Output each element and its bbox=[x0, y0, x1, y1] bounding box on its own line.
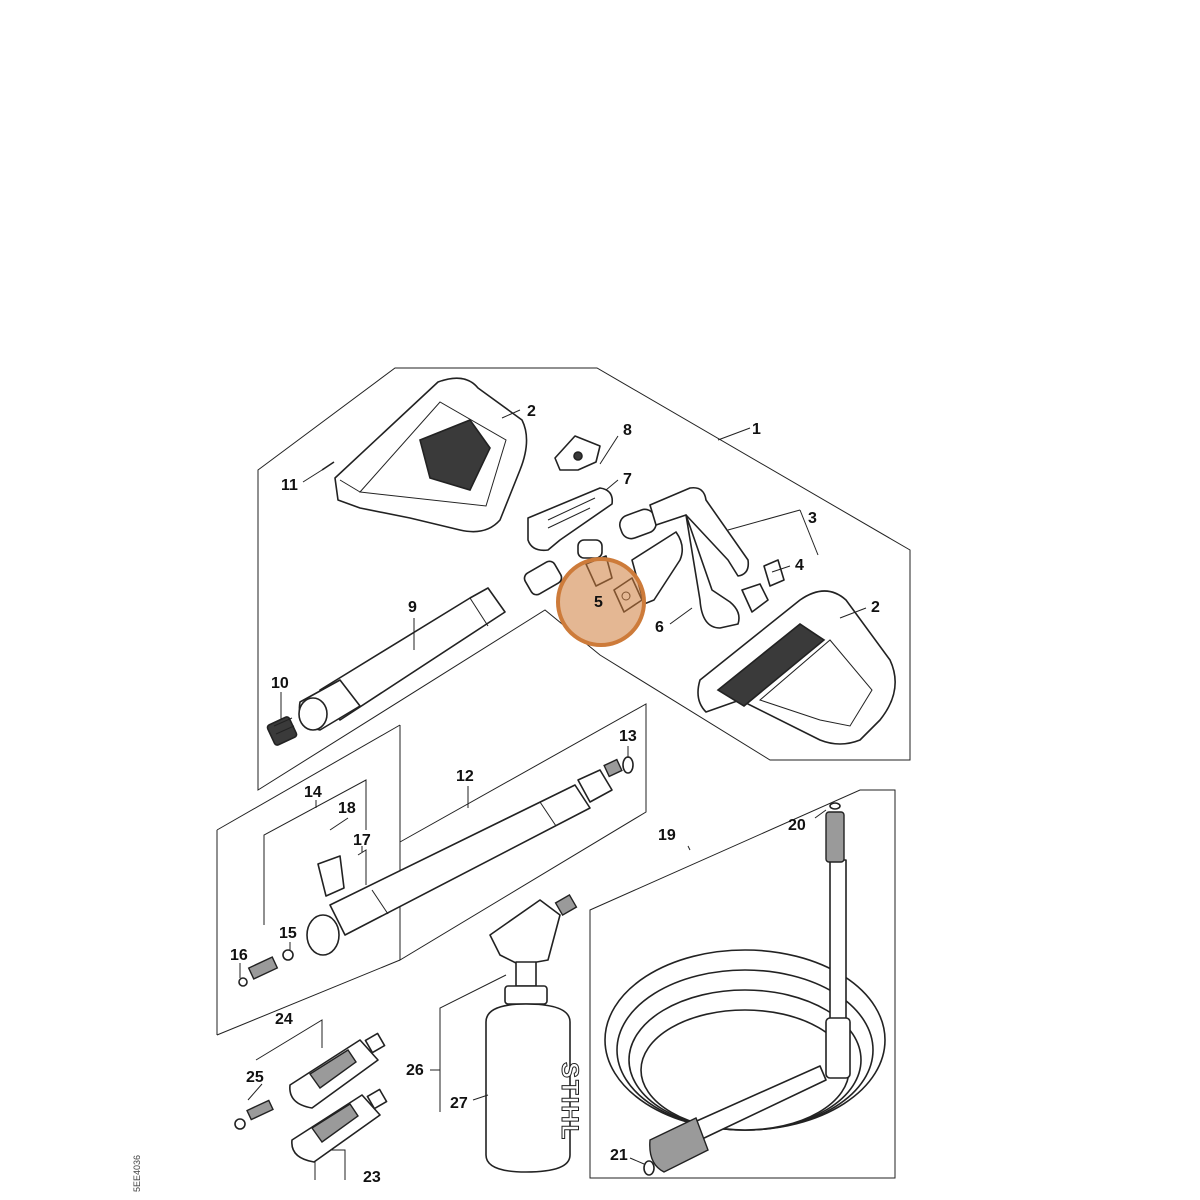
part-4-clips bbox=[741, 559, 785, 613]
part-labels: 1 2 2 3 4 5 6 7 8 9 10 11 12 13 14 15 16… bbox=[230, 403, 880, 1186]
part-24-nozzle bbox=[289, 1032, 386, 1109]
part-16-nipple bbox=[238, 956, 279, 987]
part-label-8: 8 bbox=[623, 422, 632, 439]
bracket-part-26 bbox=[439, 974, 507, 1112]
bracket-part-24 bbox=[255, 1019, 323, 1061]
part-13-o-ring bbox=[622, 756, 634, 774]
part-label-10: 10 bbox=[271, 675, 289, 692]
group-frame-lance-link-4 bbox=[216, 959, 401, 1036]
part-label-2-top: 2 bbox=[527, 403, 536, 420]
part-label-24: 24 bbox=[275, 1011, 293, 1028]
part-label-14: 14 bbox=[304, 784, 322, 801]
drawing-code: 5EE4036 bbox=[132, 1155, 142, 1192]
part-label-9: 9 bbox=[408, 599, 417, 616]
part-11-screw bbox=[321, 461, 335, 471]
part-label-21: 21 bbox=[610, 1147, 628, 1164]
part-27-bottle: STIHL bbox=[485, 985, 584, 1173]
group-frame-lance-link-2 bbox=[216, 724, 401, 831]
leader-lines bbox=[239, 409, 867, 1165]
part-15-seal bbox=[282, 949, 294, 961]
part-label-12: 12 bbox=[456, 768, 474, 785]
group-frame-gun bbox=[257, 367, 911, 791]
part-label-11: 11 bbox=[281, 477, 298, 494]
part-label-26: 26 bbox=[406, 1062, 424, 1079]
part-label-20: 20 bbox=[788, 817, 806, 834]
part-25-adapter bbox=[234, 1099, 274, 1130]
part-20-fitting bbox=[825, 802, 845, 863]
bottle-brand-text: STIHL bbox=[556, 1062, 583, 1141]
bracket-part-14 bbox=[263, 779, 367, 925]
part-label-4: 4 bbox=[795, 557, 804, 574]
part-label-2-right: 2 bbox=[871, 599, 880, 616]
part-label-17: 17 bbox=[353, 832, 371, 849]
part-label-7: 7 bbox=[623, 471, 632, 488]
part-17-pin bbox=[357, 849, 367, 885]
part-6-valve-body bbox=[631, 531, 684, 605]
part-label-18: 18 bbox=[338, 800, 356, 817]
part-label-23: 23 bbox=[363, 1169, 381, 1186]
group-frame-lance bbox=[399, 703, 647, 961]
part-18-clip bbox=[317, 855, 345, 897]
part-label-1: 1 bbox=[752, 421, 761, 438]
part-19-hose bbox=[604, 859, 886, 1173]
part-12-lance-extension bbox=[306, 758, 623, 956]
part-label-19: 19 bbox=[658, 827, 676, 844]
part-3-valve-tube bbox=[618, 486, 750, 629]
part-label-5: 5 bbox=[594, 594, 603, 611]
group-frame-hose bbox=[589, 789, 896, 1179]
part-label-13: 13 bbox=[619, 728, 637, 745]
part-label-25: 25 bbox=[246, 1069, 264, 1086]
part-23-nozzle bbox=[291, 1088, 388, 1163]
highlight-circle-part-5 bbox=[556, 557, 646, 647]
part-9-lance bbox=[298, 560, 563, 731]
part-21-o-ring bbox=[643, 1160, 655, 1176]
part-2-housing-left bbox=[334, 377, 528, 533]
part-label-27: 27 bbox=[450, 1095, 468, 1112]
part-label-3: 3 bbox=[808, 510, 817, 527]
part-2-housing-right bbox=[697, 590, 896, 745]
part-label-15: 15 bbox=[279, 925, 297, 942]
part-10-nut bbox=[266, 716, 298, 746]
part-8-trigger-lock bbox=[554, 435, 601, 471]
part-label-6: 6 bbox=[655, 619, 664, 636]
part-26-foam-nozzle bbox=[489, 893, 578, 987]
part-label-16: 16 bbox=[230, 947, 248, 964]
